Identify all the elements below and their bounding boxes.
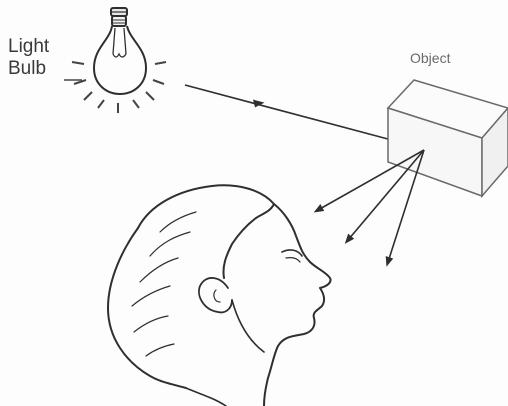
reflected-rays xyxy=(313,149,425,267)
light-bulb-label-line2: Bulb xyxy=(8,58,47,79)
light-bulb-label-line1: Light xyxy=(8,36,50,57)
incident-ray xyxy=(184,84,419,148)
light-rays xyxy=(71,61,167,113)
box-object-icon xyxy=(386,79,508,199)
person-head-icon xyxy=(107,184,332,406)
light-bulb-label: Light Bulb xyxy=(8,36,49,80)
light-bulb-icon xyxy=(92,7,148,96)
object-label: Object xyxy=(410,50,451,66)
